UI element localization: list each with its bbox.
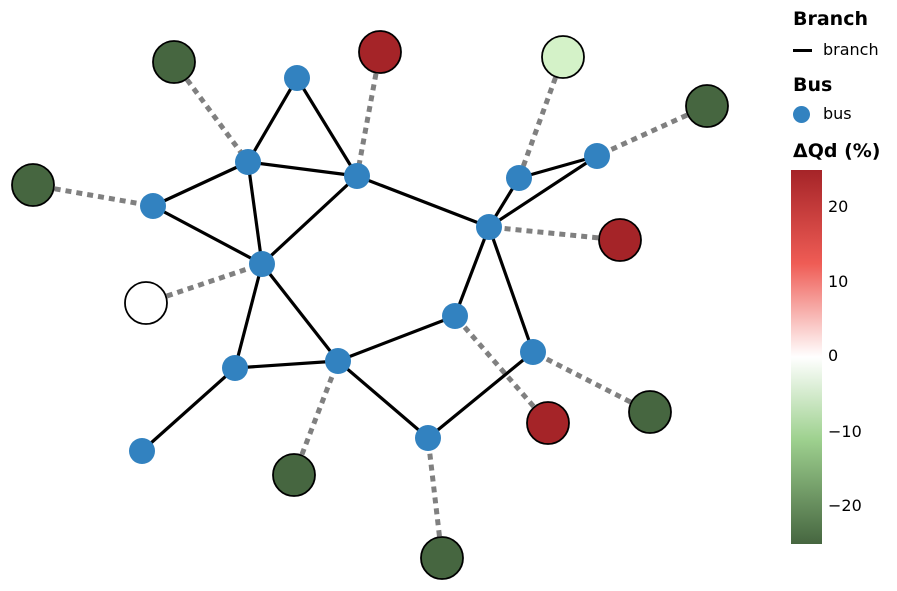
bus-node (520, 339, 546, 365)
colorbar-title: ΔQd (%) (793, 140, 881, 162)
bus-legend-title: Bus (793, 74, 833, 96)
branch-line (246, 161, 264, 265)
colorbar-tick-label: −20 (828, 496, 862, 515)
bus-node (506, 165, 532, 191)
load-node (152, 40, 196, 84)
bus-node (140, 193, 166, 219)
branch-line (487, 226, 535, 353)
load-link (32, 182, 154, 209)
bus-node (442, 303, 468, 329)
load-node (420, 536, 464, 580)
load-node (11, 163, 55, 207)
branches (140, 77, 598, 453)
load-links (32, 51, 709, 559)
bus-node (325, 348, 351, 374)
bus-legend-swatch (793, 106, 810, 123)
load-node (628, 390, 672, 434)
load-link (453, 314, 550, 425)
branch-line (336, 359, 430, 440)
branch-line (518, 154, 598, 180)
buses (129, 65, 610, 464)
load-link (291, 360, 341, 476)
bus-node (129, 438, 155, 464)
bus-node (584, 143, 610, 169)
load-link (145, 261, 263, 306)
load-node (124, 281, 168, 325)
load-node (526, 401, 570, 445)
bus-node (344, 163, 370, 189)
load-node (358, 30, 402, 74)
branch-line (453, 226, 491, 317)
bus-node (284, 65, 310, 91)
bus-node (476, 214, 502, 240)
load-node (272, 453, 316, 497)
branch-line (152, 160, 249, 208)
branch-line (247, 160, 358, 178)
bus-node (415, 425, 441, 451)
branch-line (260, 174, 359, 266)
colorbar-tick-label: 10 (828, 272, 849, 291)
branch-line (260, 263, 340, 362)
load-node (598, 218, 642, 262)
branch-line (246, 77, 299, 163)
branch-legend-swatch (793, 49, 812, 52)
branch-line (152, 204, 263, 266)
branch-line (140, 366, 237, 453)
bus-node (222, 355, 248, 381)
colorbar-tick-label: 0 (828, 346, 839, 365)
branch-line (233, 263, 264, 369)
load-node (685, 84, 729, 128)
branch-legend-label: branch (823, 40, 879, 59)
bus-node (249, 251, 275, 277)
branch-line (234, 359, 339, 370)
branch-line (295, 77, 359, 177)
branch-line (356, 174, 490, 229)
branch-line (337, 314, 456, 363)
branch-legend-title: Branch (793, 8, 868, 30)
loads (11, 30, 729, 580)
load-link (595, 103, 709, 159)
colorbar (791, 170, 822, 544)
bus-node (235, 149, 261, 175)
colorbar-tick-label: −10 (828, 422, 862, 441)
branch-line (488, 154, 598, 229)
load-link (171, 60, 251, 164)
bus-legend-label: bus (823, 104, 852, 123)
branch-line (426, 350, 535, 440)
load-node (541, 35, 585, 79)
colorbar-tick-label: 20 (828, 197, 849, 216)
load-link (425, 437, 445, 559)
